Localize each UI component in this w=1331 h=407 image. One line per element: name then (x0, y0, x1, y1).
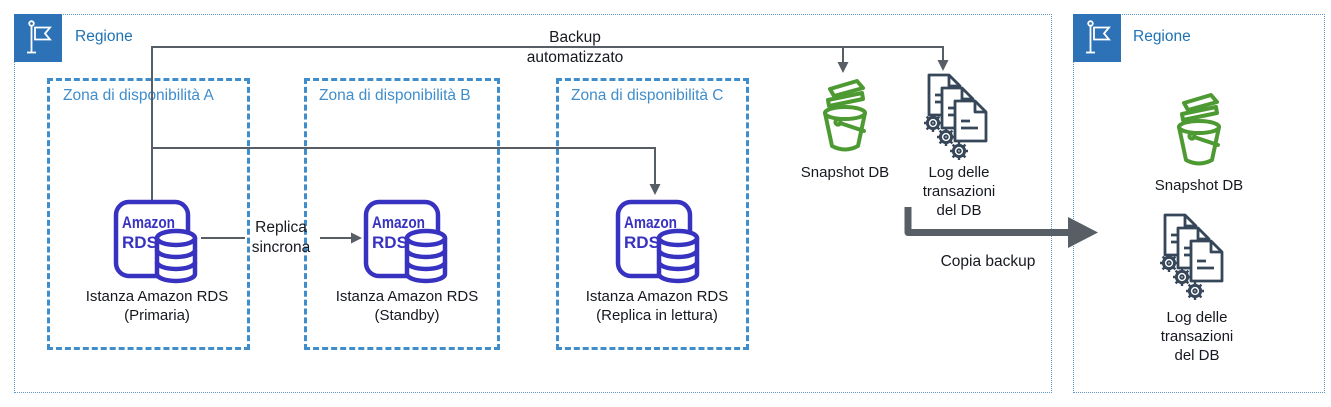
rds-icon-text-1: Amazon (372, 213, 425, 232)
region-right-label: Regione (1133, 28, 1191, 45)
rds-icon-text-2: RDS (372, 233, 408, 252)
region-flag-icon (1073, 14, 1121, 62)
zone-b-label: Zona di disponibilità B (319, 87, 471, 104)
flag-glyph (1086, 20, 1111, 54)
transaction-logs-icon-right (1160, 213, 1224, 300)
snapshot-db-label-right: Snapshot DB (1154, 177, 1244, 194)
flag-glyph (27, 20, 52, 54)
zone-a-label: Zona di disponibilità A (63, 87, 214, 104)
rds-standby-caption: Istanza Amazon RDS (Standby) (335, 288, 479, 324)
rds-read-replica-caption: Istanza Amazon RDS (Replica in lettura) (585, 288, 729, 324)
transaction-logs-label-right: Log delle transazioni del DB (1160, 309, 1234, 364)
amazon-rds-icon-standby: Amazon RDS (363, 199, 448, 284)
gear-glyphs (1160, 254, 1204, 300)
rds-icon-text-1: Amazon (122, 213, 175, 232)
transaction-logs-label: Log delle transazioni del DB (922, 164, 996, 219)
sync-replication-label: Replica sincrona (251, 219, 311, 256)
rds-icon-text-2: RDS (624, 233, 660, 252)
rds-icon-text-1: Amazon (624, 213, 677, 232)
snapshot-db-label: Snapshot DB (800, 164, 890, 181)
amazon-rds-icon-primary: Amazon RDS (113, 199, 198, 284)
automated-backup-label: Backup automatizzato (526, 29, 624, 66)
region-right (1073, 14, 1325, 393)
snapshot-db-icon (823, 79, 867, 152)
rds-icon-text-2: RDS (122, 233, 158, 252)
availability-zone-a (47, 78, 250, 350)
db-cylinder-glyph (154, 228, 198, 284)
zone-c-label: Zona di disponibilità C (571, 87, 724, 104)
db-cylinder-glyph (404, 228, 448, 284)
region-left-label: Regione (75, 28, 133, 45)
backup-copy-label: Copia backup (940, 253, 1036, 270)
rds-primary-caption: Istanza Amazon RDS (Primaria) (85, 288, 229, 324)
db-cylinder-glyph (656, 228, 700, 284)
region-flag-icon (14, 14, 62, 62)
snapshot-db-icon-right (1177, 93, 1221, 166)
amazon-rds-icon-read-replica: Amazon RDS (615, 199, 700, 284)
transaction-logs-icon (924, 73, 988, 160)
